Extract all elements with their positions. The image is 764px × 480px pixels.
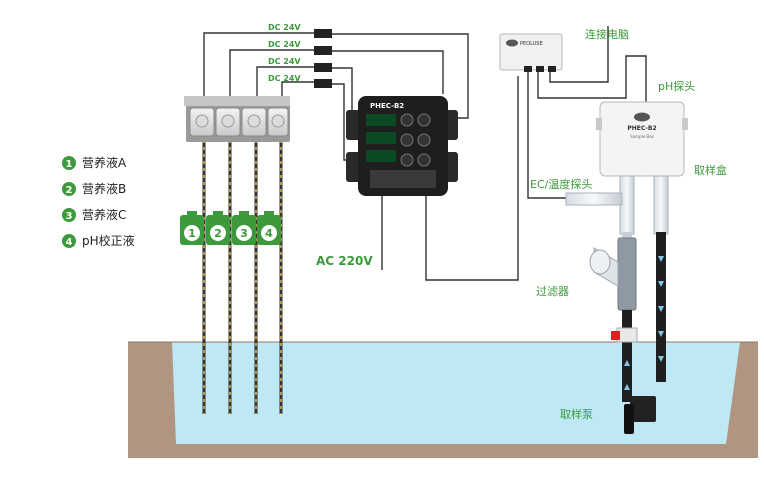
bottle-number: 2 (214, 227, 222, 240)
bottles: 1 2 3 4 (180, 211, 281, 245)
adapter-plug (314, 29, 332, 38)
bottle-2: 2 (206, 211, 230, 245)
dc-label: DC 24V (268, 23, 301, 32)
sample-box-label: 取样盒 (694, 163, 727, 177)
dc-label: DC 24V (268, 40, 301, 49)
pump-head (241, 107, 267, 137)
adapter-plug (314, 63, 332, 72)
ph-probe-label: pH探头 (658, 80, 695, 93)
sample-pump (624, 396, 656, 434)
controller-brand: PHEC-B2 (370, 102, 404, 110)
ec-probe-label: EC/温度探头 (530, 177, 592, 191)
bottle-number: 3 (240, 227, 248, 240)
pump-head (215, 107, 241, 137)
pump-head (267, 107, 289, 137)
legend-item: 2 营养液B (62, 181, 126, 196)
adapter-plug (314, 79, 332, 88)
legend-number: 4 (66, 237, 73, 248)
ball-valve (611, 327, 638, 343)
flow-arrows (624, 256, 664, 390)
dc-label: DC 24V (268, 74, 301, 83)
legend-label: 营养液A (82, 155, 127, 170)
legend-item: 4 pH校正液 (62, 233, 135, 248)
filter-label: 过滤器 (536, 285, 569, 298)
legend-label: pH校正液 (82, 233, 135, 248)
sample-box-model: PHEC-B2 (627, 125, 656, 132)
pump-head (189, 107, 215, 137)
bottle-number: 1 (188, 227, 196, 240)
bottle-4: 4 (257, 211, 281, 245)
legend-number: 3 (66, 211, 73, 222)
bottle-1: 1 (180, 211, 204, 245)
dosing-tubes (202, 140, 283, 414)
water (172, 342, 740, 444)
filter-unit (589, 237, 637, 311)
ac-power-label: AC 220V (316, 254, 373, 268)
bottle-3: 3 (232, 211, 256, 245)
intake-pipe (622, 310, 632, 402)
legend-item: 3 营养液C (62, 207, 126, 222)
bottle-number: 4 (265, 227, 273, 240)
legend-number: 2 (66, 185, 73, 196)
sample-box-sub: Sample Box (630, 134, 654, 139)
power-adapters: DC 24V DC 24V DC 24V DC 24V (268, 23, 332, 88)
legend-item: 1 营养液A (62, 155, 127, 170)
computer-label: 连接电脑 (585, 28, 629, 41)
tank (128, 341, 758, 458)
legend-label: 营养液B (82, 181, 126, 196)
dc-label: DC 24V (268, 57, 301, 66)
legend-label: 营养液C (82, 207, 126, 222)
legend-number: 1 (66, 159, 73, 170)
pump-label: 取样泵 (560, 407, 593, 421)
peristaltic-pumps (184, 96, 290, 142)
controller: PHEC-B2 (346, 96, 458, 196)
wiring (203, 26, 647, 281)
sample-box: PHEC-B2 Sample Box (596, 101, 688, 177)
hub-brand: PEOLUSE (520, 41, 543, 47)
legend: 1 营养液A 2 营养液B 3 营养液C 4 pH校正液 (62, 155, 135, 248)
computer-hub: PEOLUSE (499, 33, 563, 72)
adapter-plug (314, 46, 332, 55)
